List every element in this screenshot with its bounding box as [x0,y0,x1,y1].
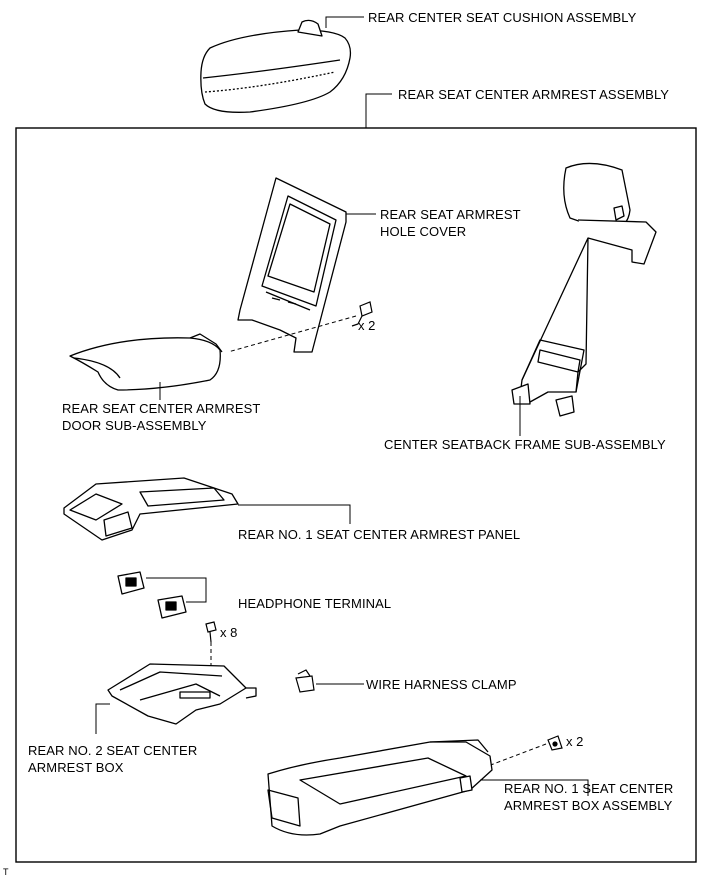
seatback-frame-drawing [511,162,657,417]
headphone-leader [146,577,207,603]
assembly-border [15,127,697,863]
label-door-line1: REAR SEAT CENTER ARMREST [62,401,261,416]
armrest-box-1-drawing [267,739,493,836]
label-hole-cover-line2: HOLE COVER [380,224,467,239]
label-box2-line1: REAR NO. 2 SEAT CENTER [28,743,198,758]
armrest-door-drawing [69,333,223,391]
box1-leader [480,779,589,796]
corner-mark: T [3,867,9,877]
label-clamp: WIRE HARNESS CLAMP [366,677,517,692]
headphone-terminal-drawing [117,571,187,619]
seat-cushion-drawing [200,19,352,113]
label-armrest-assembly: REAR SEAT CENTER ARMREST ASSEMBLY [398,87,670,102]
armrest-assy-leader [365,93,392,128]
label-door-line2: DOOR SUB-ASSEMBLY [62,418,207,433]
nut-dashed-line [487,743,547,767]
cushion-leader [325,16,364,28]
armrest-box-2-drawing [107,663,257,725]
box2-leader [95,703,110,734]
label-hole-cover-line1: REAR SEAT ARMREST [380,207,521,222]
panel-leader [238,504,351,524]
label-headphone: HEADPHONE TERMINAL [238,596,392,611]
label-box1-line2: ARMREST BOX ASSEMBLY [504,798,673,813]
label-panel: REAR NO. 1 SEAT CENTER ARMREST PANEL [238,527,521,542]
label-frame: CENTER SEATBACK FRAME SUB-ASSEMBLY [384,437,666,452]
qty-box-nuts: x 2 [566,734,584,749]
screw-drawing [351,301,373,327]
wire-clamp-drawing [295,669,315,693]
hole-cover-drawing [237,177,347,353]
label-box2-line2: ARMREST BOX [28,760,124,775]
label-cushion: REAR CENTER SEAT CUSHION ASSEMBLY [368,10,637,25]
screw-dashed-line [227,315,357,353]
qty-box-screws: x 8 [220,625,238,640]
box-nut-drawing [547,735,563,751]
armrest-panel-drawing [63,477,239,541]
label-box1-line1: REAR NO. 1 SEAT CENTER [504,781,674,796]
qty-hole-cover-screws: x 2 [358,318,376,333]
box-screw-drawing [205,621,217,643]
